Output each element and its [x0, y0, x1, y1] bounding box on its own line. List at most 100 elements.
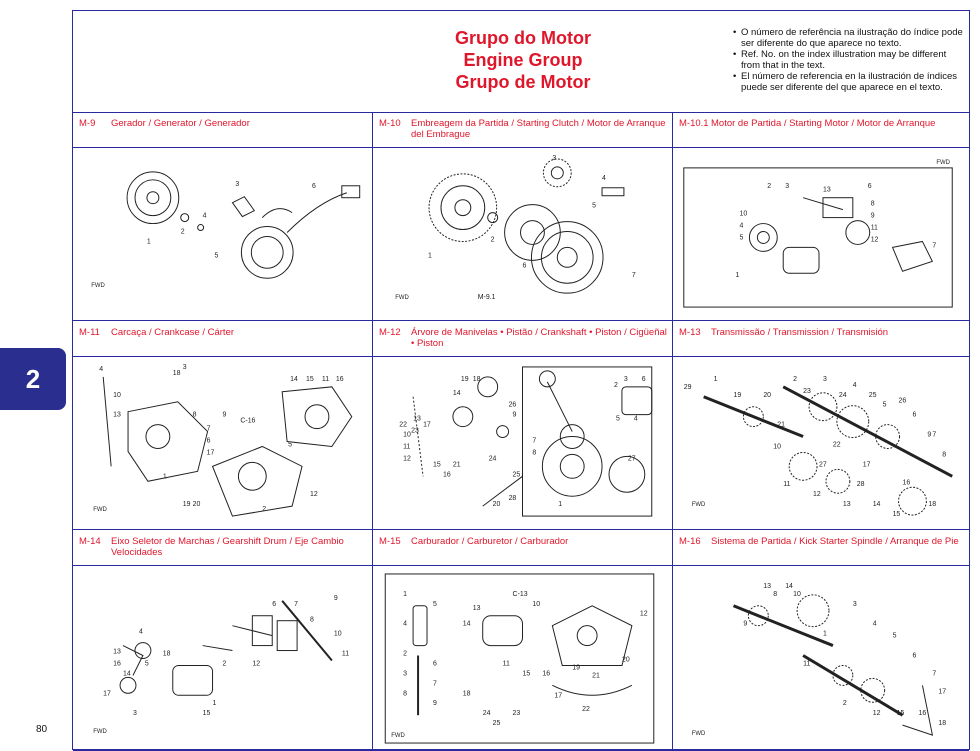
part-label: 4	[203, 213, 207, 220]
part-label: 28	[857, 481, 865, 488]
part-label: 10	[334, 631, 342, 638]
part-label: 26	[509, 402, 517, 409]
section-code: M-14	[79, 536, 101, 547]
part-label: 7	[932, 242, 936, 249]
fwd-label: FWD	[93, 507, 107, 513]
part-label: 2	[793, 376, 797, 383]
part-label: 4	[873, 621, 877, 628]
diagram-crankshaft-piston: 1 2 3 4 5 6 7 8 9 10 11 12 13 14 15 16 1…	[373, 357, 672, 529]
section-title: Transmissão / Transmission / Transmisión	[711, 327, 889, 338]
chapter-tab[interactable]: 2	[0, 348, 66, 410]
part-label: 12	[873, 710, 881, 717]
part-label: 12	[403, 455, 411, 462]
section-code: M-10	[379, 118, 401, 129]
part-label: 20	[493, 501, 501, 508]
section-m15[interactable]: M-15 Carburador / Carburetor / Carburador…	[373, 530, 673, 751]
part-label: 15	[897, 710, 905, 717]
part-label: 8	[193, 412, 197, 419]
part-label: 18	[928, 501, 936, 508]
part-label: 16	[542, 670, 550, 677]
part-label: 12	[252, 660, 260, 667]
part-label: 13	[843, 501, 851, 508]
part-label: 11	[503, 660, 510, 667]
part-label: 1	[714, 376, 718, 383]
part-label: 18	[463, 690, 471, 697]
part-label: 7	[932, 670, 936, 677]
part-label: 20	[622, 656, 630, 663]
part-label: 14	[453, 390, 461, 397]
reference-notes: O número de referência na ilustração do …	[733, 27, 963, 93]
part-label: 25	[493, 720, 501, 727]
part-label: 15	[306, 376, 314, 383]
section-reference: M-9.1	[478, 294, 496, 301]
section-code: M-15	[379, 536, 401, 547]
part-label: 18	[938, 720, 946, 727]
part-label: 6	[913, 653, 917, 660]
title-es: Grupo de Motor	[455, 72, 591, 92]
part-label: 9	[334, 595, 338, 602]
diagram-transmission: 1 2 3 4 5 6 7 8 9 10 11 12 13 14 15 16 1…	[673, 357, 969, 529]
part-label: 3	[624, 376, 628, 383]
part-label: 11	[871, 225, 878, 232]
part-label: 22	[833, 441, 841, 448]
part-label: 15	[433, 461, 441, 468]
part-label: 1	[213, 700, 217, 707]
part-label: 27	[819, 461, 827, 468]
note-en: Ref. No. on the index illustration may b…	[733, 49, 963, 71]
part-label: 11	[783, 481, 790, 488]
part-label: 5	[145, 660, 149, 667]
section-title: Carburador / Carburetor / Carburador	[411, 536, 569, 547]
section-title: Árvore de Manivelas • Pistão / Crankshaf…	[411, 327, 667, 349]
part-label: 10	[403, 432, 411, 439]
fwd-label: FWD	[395, 295, 409, 301]
part-label: 3	[853, 601, 857, 608]
part-label: 9	[433, 700, 437, 707]
part-label: 1	[428, 252, 432, 259]
part-label: 6	[912, 412, 916, 419]
part-label: 20	[193, 501, 201, 508]
part-label: 8	[871, 201, 875, 208]
part-label: 11	[403, 443, 410, 450]
part-label: 14	[290, 376, 298, 383]
part-label: 28	[509, 495, 517, 502]
part-label: 1	[558, 501, 562, 508]
part-label: 1	[403, 591, 407, 598]
section-reference: C-16	[240, 418, 255, 425]
part-label: 14	[785, 583, 793, 590]
part-label: 6	[312, 183, 316, 190]
part-label: 17	[423, 422, 431, 429]
part-label: 5	[288, 441, 292, 448]
part-label: 9	[223, 412, 227, 419]
part-label: 21	[592, 672, 600, 679]
part-label: 15	[523, 670, 531, 677]
title-en: Engine Group	[463, 50, 583, 70]
part-label: 13	[763, 583, 771, 590]
header: Grupo do Motor Engine Group Grupo de Mot…	[73, 11, 969, 113]
section-title: Motor de Partida / Starting Motor / Moto…	[711, 118, 936, 129]
part-label: 13	[113, 412, 121, 419]
part-label: 25	[513, 471, 521, 478]
section-code: M-16	[679, 536, 701, 547]
part-label: 4	[739, 223, 743, 230]
section-code: M-10.1	[679, 118, 709, 129]
part-label: 6	[207, 438, 211, 445]
page-number: 80	[36, 724, 48, 735]
fwd-label: FWD	[936, 160, 950, 166]
part-label: 18	[473, 376, 481, 383]
part-label: 16	[113, 660, 121, 667]
part-label: 4	[139, 629, 143, 636]
part-label: 14	[123, 670, 131, 677]
part-label: 14	[873, 501, 881, 508]
part-label: 2	[262, 506, 266, 513]
part-label: 15	[203, 710, 211, 717]
part-label: 17	[863, 461, 871, 468]
chapter-number: 2	[25, 363, 41, 394]
